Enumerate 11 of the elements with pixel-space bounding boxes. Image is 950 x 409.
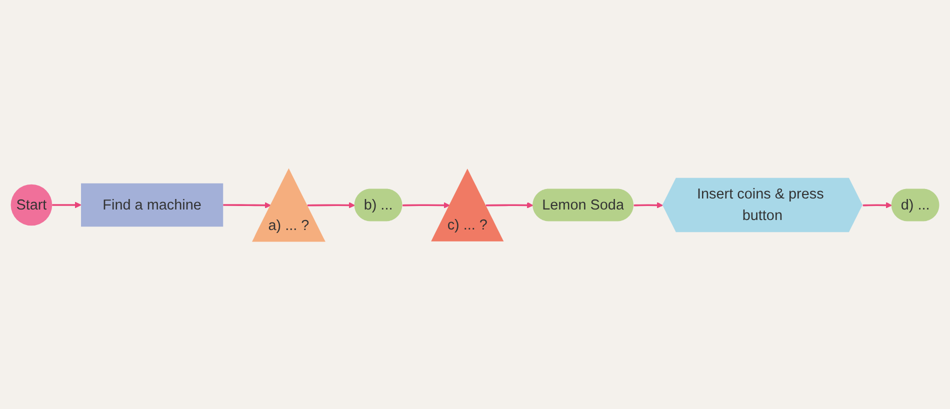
- arrow: [52, 201, 82, 208]
- arrow: [223, 202, 272, 208]
- node-circle: Start: [10, 184, 52, 226]
- arrow: [634, 202, 664, 208]
- node-box: Lemon Soda: [532, 188, 634, 221]
- node-box: Find a machine: [81, 182, 224, 226]
- arrow: [486, 202, 534, 208]
- arrow: [402, 202, 450, 208]
- arrow: [307, 202, 355, 208]
- node-box: Insert coins & press button: [662, 177, 862, 232]
- arrow: [862, 202, 892, 208]
